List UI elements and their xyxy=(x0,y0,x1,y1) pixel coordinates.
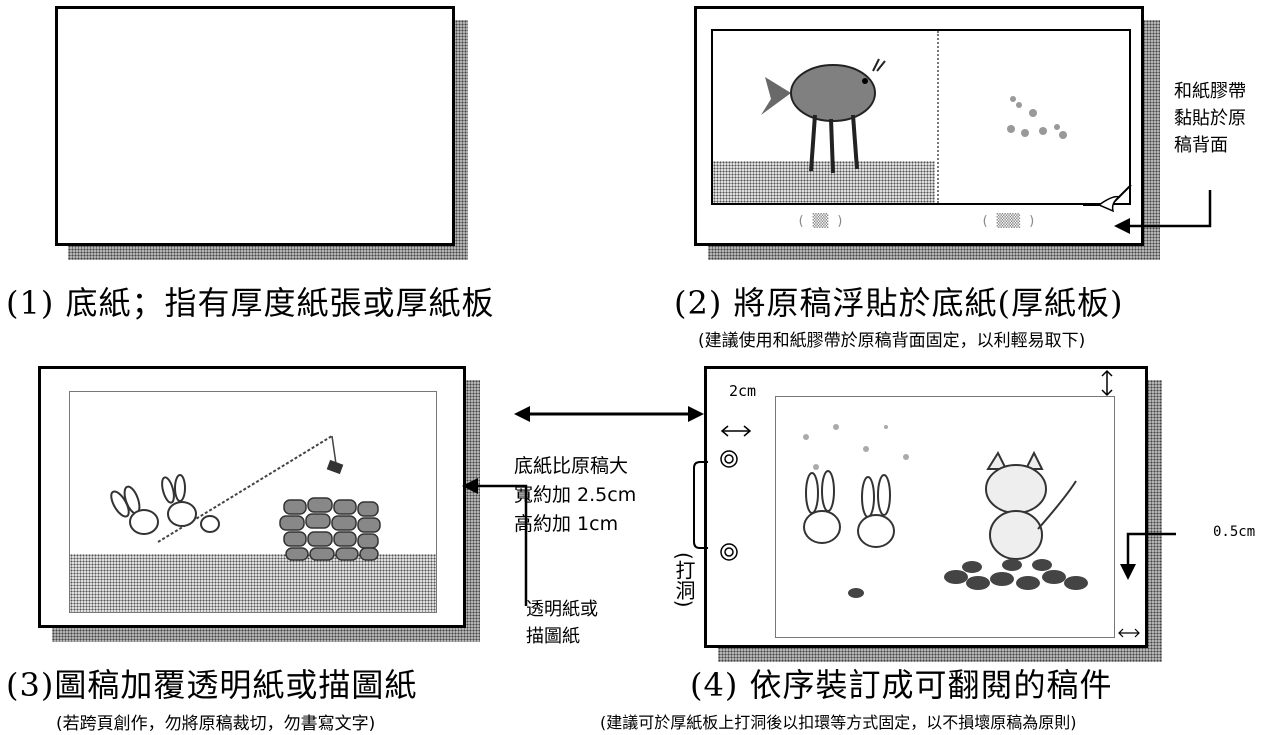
peeled-corner-icon xyxy=(1083,184,1132,213)
step1-caption: (1) 底紙；指有厚度紙張或厚紙板 xyxy=(6,284,495,322)
page-gutter xyxy=(937,31,939,203)
tape-arrow xyxy=(1114,190,1212,234)
step4-subcaption: (建議可於厚紙板上打洞後以扣環等方式固定，以不損壞原稿為原則) xyxy=(600,713,1077,732)
bottom-margin-arrow xyxy=(1118,628,1140,638)
page-label-left: ( ▒▒ ) xyxy=(797,214,844,229)
right-margin-label: 0.5cm xyxy=(1213,524,1256,540)
page-label-right: ( ▒▒▒ ) xyxy=(981,214,1036,229)
step4-caption: (4) 依序裝訂成可翻閱的稿件 xyxy=(690,666,1113,704)
binding-bracket xyxy=(693,461,708,549)
width-arrow xyxy=(514,406,704,422)
backing-board xyxy=(38,366,466,628)
original-artwork xyxy=(711,29,1131,205)
backing-board: 2cm xyxy=(704,366,1148,648)
step3-subcaption: (若跨頁創作，勿將原稿裁切，勿書寫文字) xyxy=(56,714,376,734)
overlay-arrow xyxy=(462,478,528,606)
left-margin-arrow xyxy=(720,425,752,437)
step3-caption: (3)圖稿加覆透明紙或描圖紙 xyxy=(6,666,418,704)
ground-texture xyxy=(713,161,935,203)
step2-caption: (2) 將原稿浮貼於底紙(厚紙板) xyxy=(674,284,1124,322)
board-shadow-extension xyxy=(1146,20,1160,260)
ground-texture xyxy=(70,554,436,612)
size-note: 底紙比原稿大 寬約加 2.5cm 高約加 1cm xyxy=(514,455,637,535)
backing-board xyxy=(55,6,455,246)
margin-pointer-arrow xyxy=(1120,532,1176,580)
tape-note: 和紙膠帶 黏貼於原 稿背面 xyxy=(1174,81,1246,156)
punch-hole-icon xyxy=(720,543,738,561)
tracing-overlay xyxy=(69,391,437,613)
rabbits-and-cat-illustration xyxy=(803,424,1088,598)
top-margin-arrow xyxy=(1101,369,1113,397)
punch-label: (打洞) xyxy=(672,552,696,608)
left-margin-label: 2cm xyxy=(729,382,757,400)
original-artwork xyxy=(775,396,1115,638)
backing-board: ( ▒▒ ) ( ▒▒▒ ) xyxy=(694,6,1144,246)
small-figures xyxy=(1007,96,1067,139)
punch-hole-icon xyxy=(720,450,738,468)
bird-illustration xyxy=(761,58,886,174)
step2-subcaption: (建議使用和紙膠帶於原稿背面固定，以利輕易取下) xyxy=(698,331,1086,351)
rabbits-fishing-illustration xyxy=(110,435,381,561)
overlay-note: 透明紙或 描圖紙 xyxy=(526,599,598,647)
